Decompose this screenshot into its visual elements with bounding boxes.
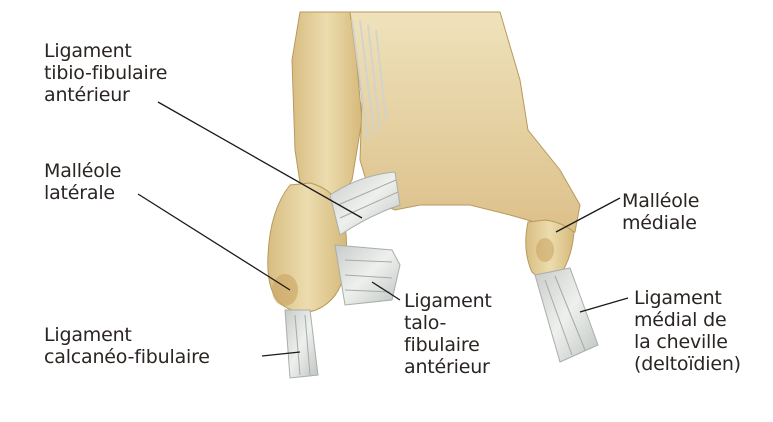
- label-medial-malleolus: Malléole médiale: [622, 190, 699, 234]
- label-line: Malléole: [622, 190, 699, 212]
- label-line: la cheville: [634, 331, 741, 353]
- label-medial-ligament: Ligament médial de la cheville (deltoïdi…: [634, 287, 741, 375]
- label-line: médiale: [622, 212, 699, 234]
- leader-lateral-malleolus: [138, 194, 290, 290]
- label-line: Ligament: [44, 40, 167, 62]
- tibia: [350, 12, 580, 279]
- leader-medial-ligament: [580, 298, 628, 312]
- label-line: (deltoïdien): [634, 353, 741, 375]
- label-lateral-malleolus: Malléole latérale: [44, 160, 121, 204]
- label-line: talo-: [404, 312, 492, 334]
- label-line: calcanéo-fibulaire: [44, 346, 210, 368]
- label-line: tibio-fibulaire: [44, 62, 167, 84]
- label-line: antérieur: [404, 356, 492, 378]
- label-line: Ligament: [404, 290, 492, 312]
- label-line: antérieur: [44, 84, 167, 106]
- calcaneofibular-ligament: [285, 310, 318, 378]
- label-line: fibulaire: [404, 334, 492, 356]
- label-line: Ligament: [634, 287, 741, 309]
- anterior-talofibular-ligament: [335, 245, 400, 305]
- label-line: Malléole: [44, 160, 121, 182]
- label-line: latérale: [44, 182, 121, 204]
- label-line: Ligament: [44, 324, 210, 346]
- label-tibiofibular-anterior: Ligament tibio-fibulaire antérieur: [44, 40, 167, 106]
- deltoid-ligament: [535, 268, 598, 362]
- label-talofibular-anterior: Ligament talo- fibulaire antérieur: [404, 290, 492, 378]
- label-calcaneofibular: Ligament calcanéo-fibulaire: [44, 324, 210, 368]
- label-line: médial de: [634, 309, 741, 331]
